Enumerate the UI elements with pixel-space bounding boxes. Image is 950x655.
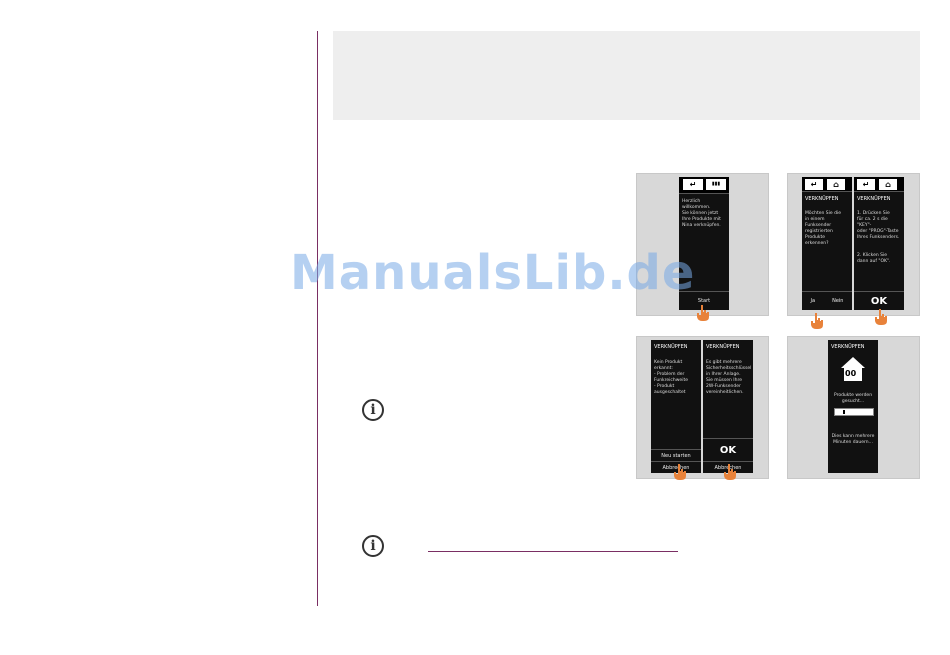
multiple-keys-text: Es gibt mehrere Sicherheitsschlüssel in …: [706, 360, 752, 395]
back-icon[interactable]: ↵: [857, 179, 875, 190]
nina-screen-instructions: ↵ ⌂ VERKNÜPFEN 1. Drücken Sie für ca. 2 …: [854, 177, 904, 310]
step-panel-searching: VERKNÜPFEN 00 Produkte werden gesucht...…: [787, 336, 920, 479]
screen-title: VERKNÜPFEN: [857, 196, 891, 202]
screen-title: VERKNÜPFEN: [805, 196, 839, 202]
no-button[interactable]: Nein: [832, 298, 844, 304]
pointing-hand-icon: [724, 464, 736, 480]
house-icon: [841, 357, 865, 381]
step-panel-start: ↵ ▮▮▮ Herzlich willkommen. Sie können je…: [636, 173, 769, 321]
header-banner: [333, 31, 920, 120]
back-icon[interactable]: ↵: [683, 179, 703, 190]
cancel-button[interactable]: Abbrechen: [703, 461, 753, 473]
screen-title: VERKNÜPFEN: [654, 344, 688, 350]
progress-fill: [843, 410, 845, 414]
info-icon: i: [362, 399, 384, 421]
yes-button[interactable]: Ja: [810, 298, 816, 304]
nina-screen-not-found: VERKNÜPFEN Kein Produkt erkannt: - Probl…: [651, 340, 701, 473]
cancel-button[interactable]: Abbrechen: [651, 461, 701, 473]
home-icon[interactable]: ⌂: [879, 179, 897, 190]
nina-screen-recognize: ↵ ⌂ VERKNÜPFEN Möchten Sie die in einem …: [802, 177, 852, 310]
searching-text: Produkte werden gesucht...: [833, 393, 873, 404]
start-button[interactable]: Start: [679, 291, 729, 310]
nina-screen-searching: VERKNÜPFEN 00 Produkte werden gesucht...…: [828, 340, 878, 473]
nina-screen-multiple-keys: VERKNÜPFEN Es gibt mehrere Sicherheitssc…: [703, 340, 753, 473]
nina-screen-welcome: ↵ ▮▮▮ Herzlich willkommen. Sie können je…: [679, 177, 729, 310]
step-panel-errors: VERKNÜPFEN Kein Produkt erkannt: - Probl…: [636, 336, 769, 480]
battery-icon: ▮▮▮: [706, 179, 726, 190]
ok-button[interactable]: OK: [703, 438, 753, 461]
duration-note: Dies kann mehrere Minuten dauern...: [831, 434, 875, 445]
link-underline[interactable]: [428, 551, 678, 552]
house-number: 00: [845, 369, 857, 378]
recognize-text: Möchten Sie die in einem Funksender regi…: [805, 211, 841, 246]
screen-nav: ↵ ⌂: [802, 177, 852, 192]
restart-button[interactable]: Neu starten: [651, 449, 701, 461]
not-found-text: Kein Produkt erkannt: - Problem der Funk…: [654, 360, 688, 395]
left-divider-line: [317, 31, 318, 606]
watermark-logo: ManualsLib.de: [290, 245, 696, 301]
screen-title: VERKNÜPFEN: [706, 344, 740, 350]
pointing-hand-icon: [674, 464, 686, 480]
step-panel-confirm: ↵ ⌂ VERKNÜPFEN Möchten Sie die in einem …: [787, 173, 920, 329]
answer-buttons: Ja Nein: [802, 291, 852, 310]
screen-title: VERKNÜPFEN: [831, 344, 865, 350]
search-progress-bar: [834, 408, 874, 416]
screen-nav: ↵ ⌂: [854, 177, 904, 192]
home-icon[interactable]: ⌂: [827, 179, 845, 190]
pointing-hand-icon: [811, 313, 823, 329]
pointing-hand-icon: [697, 305, 709, 321]
ok-button[interactable]: OK: [854, 291, 904, 310]
info-icon: i: [362, 535, 384, 557]
instructions-text: 1. Drücken Sie für ca. 2 s die "KEY"- od…: [857, 211, 900, 264]
screen-header: ↵ ▮▮▮: [679, 177, 729, 194]
pointing-hand-icon: [875, 309, 887, 325]
welcome-text: Herzlich willkommen. Sie können jetzt Ih…: [682, 199, 721, 228]
back-icon[interactable]: ↵: [805, 179, 823, 190]
